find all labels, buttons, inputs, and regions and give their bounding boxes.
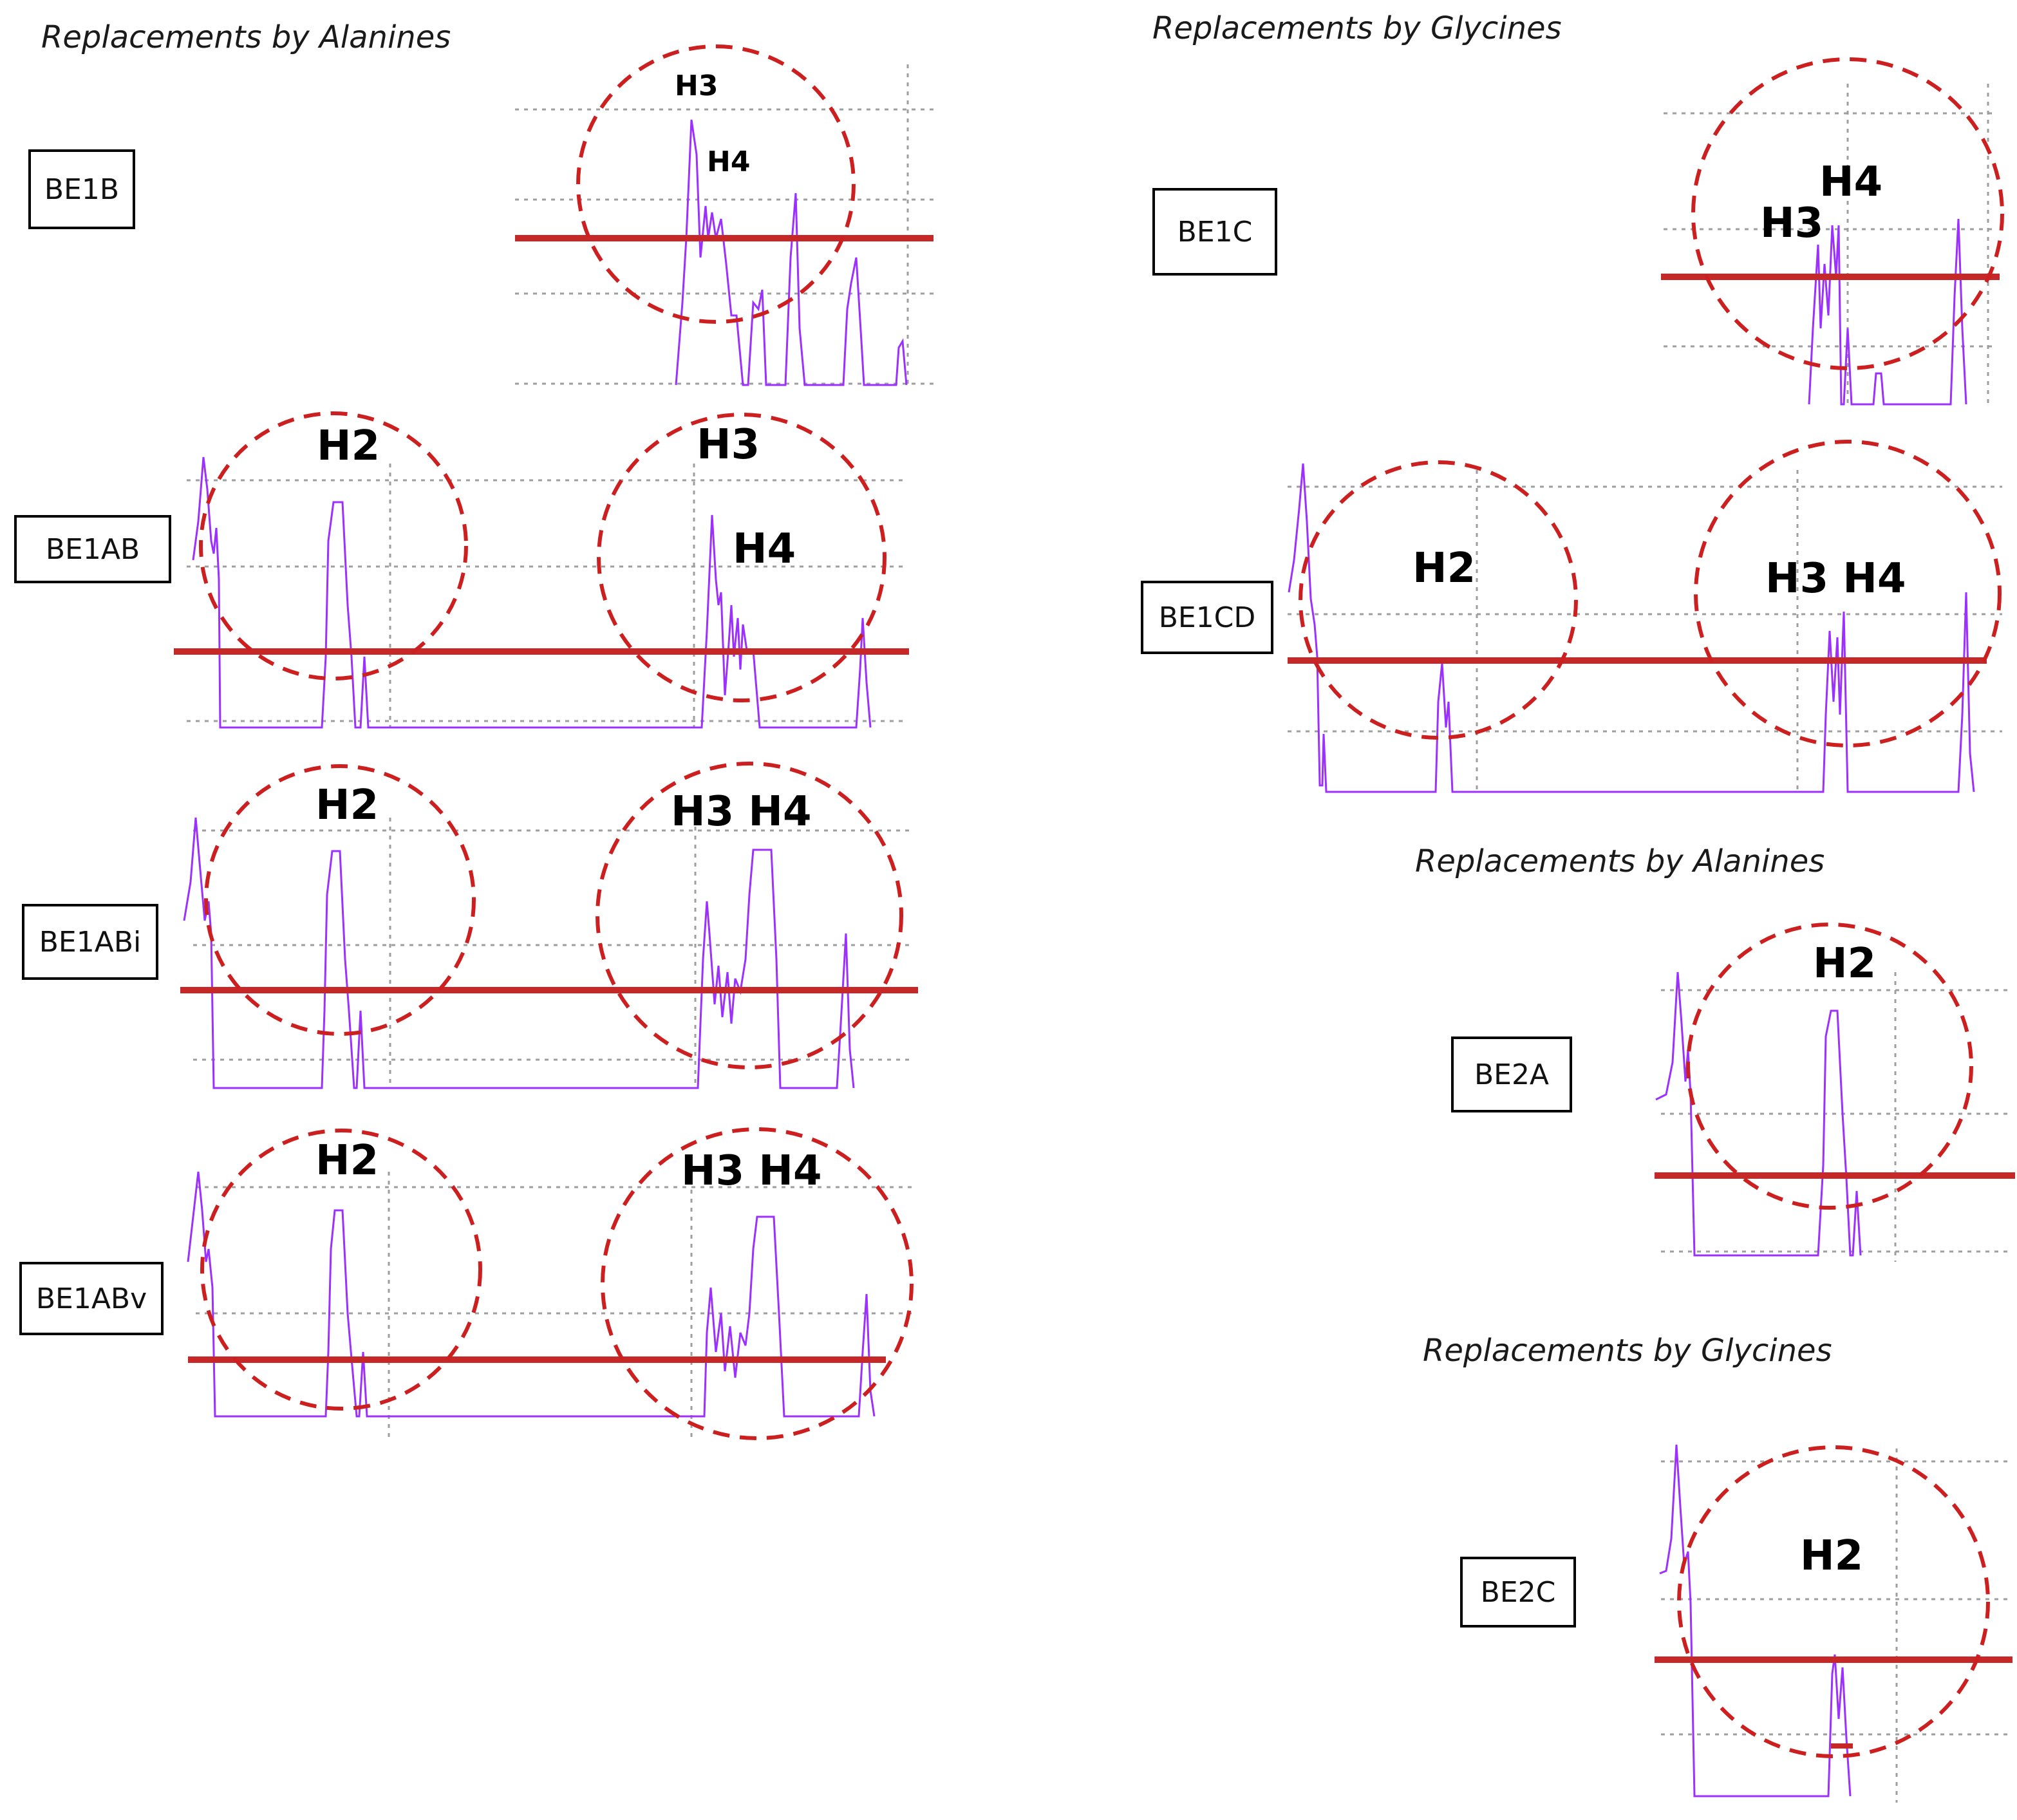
gridlines xyxy=(1661,1449,2009,1803)
gridlines xyxy=(515,64,933,386)
region-label-h3-h4: H3 H4 xyxy=(671,788,811,836)
trace-line xyxy=(183,817,855,1089)
trace-line xyxy=(1655,971,1862,1257)
region-label-h4: H4 xyxy=(1819,158,1882,206)
region-label-h2: H2 xyxy=(317,422,380,470)
construct-label-be1ab: BE1AB xyxy=(14,515,171,583)
region-label-h2: H2 xyxy=(315,782,379,829)
construct-label-be1abv: BE1ABv xyxy=(19,1262,164,1335)
section-title-left-alanines: Replacements by Alanines xyxy=(41,19,451,55)
trace-line xyxy=(192,456,872,729)
plot-be1cd: H2 H3 H4 xyxy=(1288,440,2002,793)
gridlines xyxy=(1661,972,2007,1262)
region-circle xyxy=(199,411,468,680)
region-label-h3: H3 xyxy=(1760,200,1823,247)
plot-be2c: H2 xyxy=(1655,1444,2012,1803)
gridlines xyxy=(187,464,908,727)
region-label-h4: H4 xyxy=(707,145,750,178)
region-circle xyxy=(596,762,903,1069)
region-circle xyxy=(204,764,476,1036)
section-title-right-glycines-top: Replacements by Glycines xyxy=(1152,10,1562,46)
construct-label-be2c: BE2C xyxy=(1460,1557,1576,1628)
section-title-right-alanines: Replacements by Alanines xyxy=(1415,843,1825,879)
trace-line xyxy=(1288,463,1975,793)
trace-line xyxy=(675,119,908,386)
gridlines xyxy=(196,1172,917,1442)
region-label-h4: H4 xyxy=(733,525,796,573)
region-circle xyxy=(1299,460,1578,740)
gridlines xyxy=(193,818,914,1088)
region-circle xyxy=(576,44,856,324)
region-circle xyxy=(601,1127,914,1440)
section-title-right-glycines-bottom: Replacements by Glycines xyxy=(1423,1333,1832,1369)
plot-be1ab: H2 H3 H4 xyxy=(174,411,909,729)
region-label-h3: H3 xyxy=(697,421,760,469)
region-label-h3-h4: H3 H4 xyxy=(681,1147,821,1195)
region-circle xyxy=(597,413,887,702)
region-label-h2: H2 xyxy=(1813,940,1876,988)
construct-label-be1cd: BE1CD xyxy=(1141,581,1273,654)
region-label-h2: H2 xyxy=(1412,545,1476,592)
region-label-h3-h4: H3 H4 xyxy=(1765,555,1906,603)
gridlines xyxy=(1664,84,1996,406)
trace-line xyxy=(1659,1444,1852,1797)
region-circle xyxy=(1694,440,2002,747)
plot-be1c: H3 H4 xyxy=(1661,57,2004,406)
construct-label-be1abi: BE1ABi xyxy=(22,904,158,980)
plot-be1abv: H2 H3 H4 xyxy=(187,1127,917,1442)
construct-label-be2a: BE2A xyxy=(1451,1037,1572,1112)
region-circle xyxy=(1677,1445,1990,1758)
region-circle xyxy=(200,1129,482,1411)
region-circle xyxy=(1686,923,1973,1210)
trace-line xyxy=(187,1171,876,1418)
region-circle xyxy=(1691,57,2004,370)
plot-be1abi: H2 H3 H4 xyxy=(180,762,918,1089)
construct-label-be1b: BE1B xyxy=(28,149,135,229)
trace-line xyxy=(1808,218,1967,406)
plot-be1b: H3 H4 xyxy=(515,44,933,386)
construct-label-be1c: BE1C xyxy=(1152,188,1277,276)
region-label-h3: H3 xyxy=(675,70,718,102)
region-label-h2: H2 xyxy=(315,1137,379,1185)
region-label-h2: H2 xyxy=(1800,1532,1863,1580)
gridlines xyxy=(1288,470,2002,792)
plot-be2a: H2 xyxy=(1655,923,2015,1262)
